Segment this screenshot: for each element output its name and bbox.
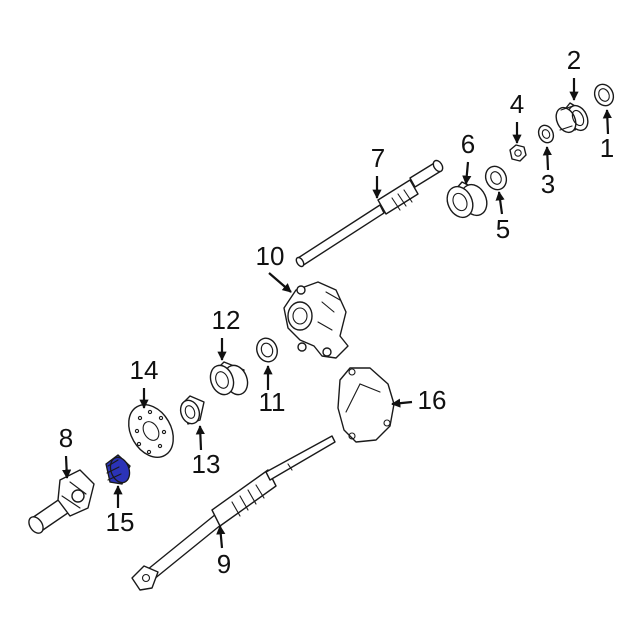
callout-label-15: 15	[106, 507, 135, 537]
part-15-coupler-highlighted[interactable]	[105, 454, 133, 486]
callout-label-6: 6	[461, 129, 475, 159]
callout-label-4: 4	[510, 89, 524, 119]
part-6-bearing[interactable]	[442, 180, 491, 221]
callout-label-11: 11	[259, 387, 286, 417]
callout-label-10: 10	[256, 241, 285, 271]
part-11-seal[interactable]	[253, 335, 280, 364]
part-5-washer[interactable]	[482, 163, 510, 193]
part-4-nut[interactable]	[509, 144, 527, 162]
part-2-bushing[interactable]	[552, 102, 591, 135]
callout-label-12: 12	[212, 305, 241, 335]
part-16-cover[interactable]	[337, 367, 395, 443]
part-7-upper-shaft[interactable]	[295, 159, 445, 268]
callout-label-16: 16	[418, 385, 447, 415]
part-3-washer[interactable]	[536, 123, 556, 145]
callout-label-7: 7	[371, 143, 385, 173]
part-1-ring[interactable]	[591, 81, 617, 109]
callout-label-8: 8	[59, 423, 73, 453]
callout-arrows	[62, 78, 612, 549]
callout-labels: 1 2 3 4 5 6 7 8 9 10 11 12 13 14 15 16	[59, 45, 614, 579]
callout-label-5: 5	[496, 214, 510, 244]
callout-label-3: 3	[541, 169, 555, 199]
part-14-disc[interactable]	[120, 397, 183, 465]
callout-label-14: 14	[130, 355, 159, 385]
part-13-bushing[interactable]	[177, 395, 205, 426]
part-10-housing[interactable]	[283, 281, 349, 359]
callout-label-2: 2	[567, 45, 581, 75]
part-12-bearing[interactable]	[207, 361, 252, 398]
callout-label-9: 9	[217, 549, 231, 579]
part-9-lower-shaft[interactable]	[131, 435, 336, 591]
part-8-universal-joint[interactable]	[26, 469, 95, 536]
callout-label-13: 13	[192, 449, 221, 479]
callout-label-1: 1	[600, 133, 614, 163]
